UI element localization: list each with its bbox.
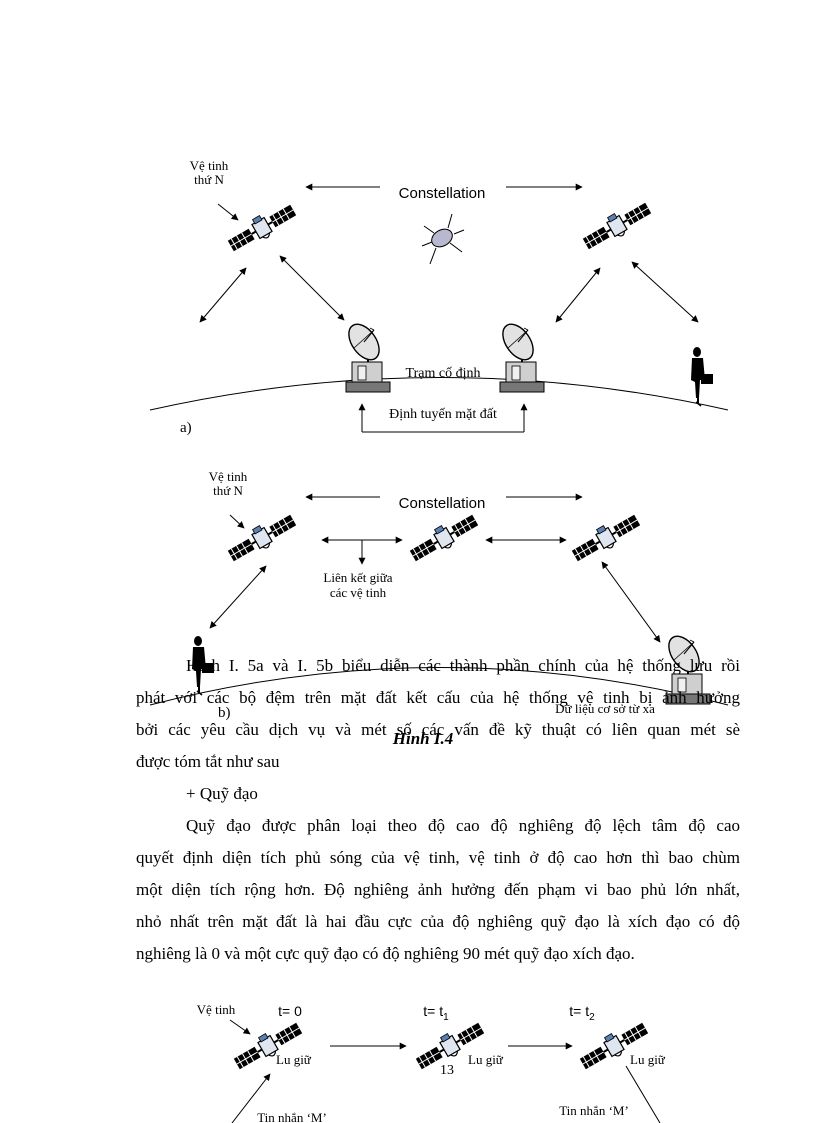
store-label: Lu giữ: [630, 1052, 666, 1067]
message-label: Tin nhắn ‘M’: [257, 1110, 327, 1123]
station-label: Trạm cố định: [406, 366, 481, 381]
isl-label: các vệ tinh: [330, 585, 387, 600]
route-label: Định tuyến mặt đất: [389, 407, 497, 422]
time-label: t= t2: [569, 1003, 595, 1023]
panel-label: a): [180, 420, 192, 436]
sat-n-label: thứ N: [213, 483, 243, 498]
body-line: phát với các bộ đệm trên mặt đất kết cấu…: [136, 688, 740, 707]
constellation-label: Constellation: [399, 495, 486, 512]
time-label: t= t1: [423, 1003, 449, 1023]
body-line: nhỏ nhất trên mặt đất là hai đầu cực của…: [136, 912, 740, 931]
store-label: Lu giữ: [468, 1052, 504, 1067]
sat-n-label: Vệ tinh: [190, 158, 229, 173]
figure-caption: Hình I.4: [392, 729, 453, 748]
body-line: Hình I. 5a và I. 5b biểu diễn các thành …: [186, 656, 740, 675]
constellation-label: Constellation: [399, 185, 486, 202]
figure-b-diagram: Vệ tinh thứ N Constellation Liên kết giữ…: [149, 469, 729, 748]
body-line: quyết định diện tích phủ sóng của vệ tin…: [136, 848, 740, 867]
panel-label: b): [218, 705, 231, 721]
page-number: 13: [440, 1063, 454, 1078]
message-label: Tin nhắn ‘M’: [559, 1103, 629, 1118]
sat-n-label: thứ N: [194, 172, 224, 187]
body-line: được tóm tắt như sau: [136, 752, 280, 771]
figure-a-diagram: Vệ tinh thứ N Constellation Trạm cố định…: [149, 158, 729, 436]
isl-label: Liên kết giữa: [323, 570, 392, 585]
sat-n-label: Vệ tinh: [209, 469, 248, 484]
satellite-icon: [421, 213, 465, 265]
body-line: nghiêng là 0 và một cực quỹ đạo có độ ng…: [136, 944, 635, 963]
sat-label: Vệ tinh: [197, 1002, 236, 1017]
body-line: Quỹ đạo được phân loại theo độ cao độ ng…: [186, 816, 740, 835]
time-label: t= 0: [278, 1003, 302, 1019]
remote-db-label: Dữ liệu cơ sở từ xa: [555, 701, 655, 716]
body-line: một diện tích rộng hơn. Độ nghiêng ảnh h…: [136, 880, 740, 899]
body-line: bởi các yêu cầu dịch vụ và mét số các vấ…: [136, 720, 740, 739]
store-label: Lu giữ: [276, 1052, 312, 1067]
section-heading: + Quỹ đạo: [186, 784, 258, 803]
